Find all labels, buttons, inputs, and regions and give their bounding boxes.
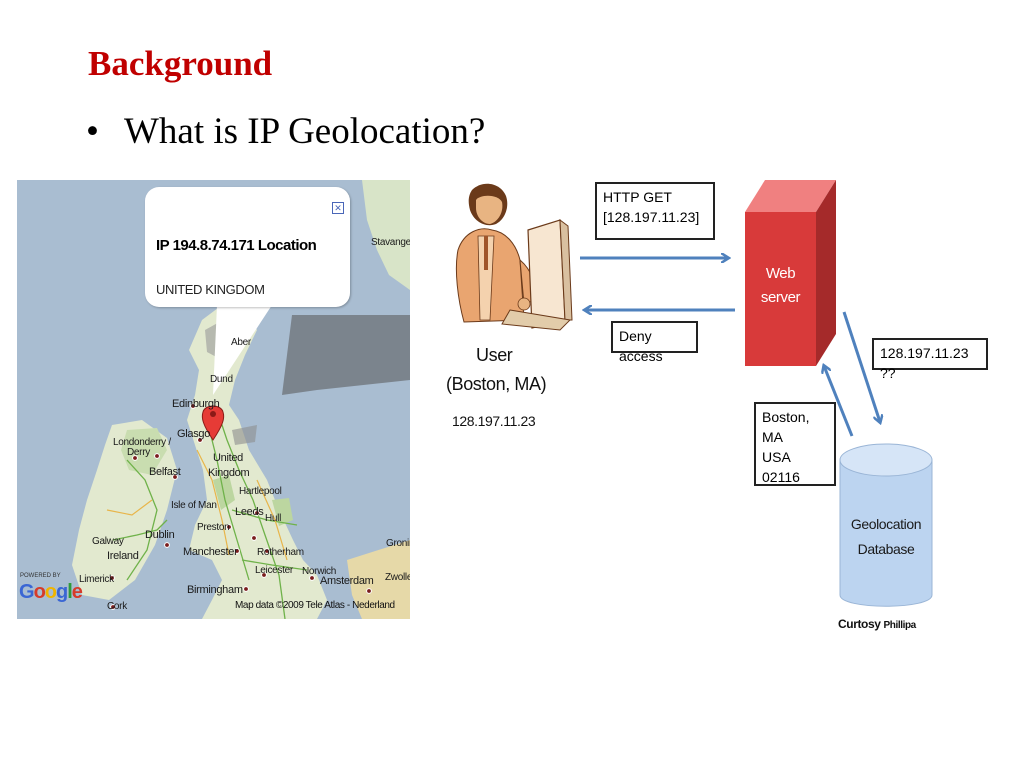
location-callout: ✕ IP 194.8.74.171 Location UNITED KINGDO…: [145, 187, 350, 307]
place-label: Rotherham: [257, 547, 304, 558]
server-line-2: server: [760, 289, 801, 306]
place-label: Edinburgh: [172, 398, 220, 410]
callout-country: UNITED KINGDOM: [156, 282, 265, 297]
geolocation-diagram: User (Boston, MA) 128.197.11.23 HTTP GET…: [420, 170, 1010, 650]
place-label: Galway: [92, 536, 124, 547]
query-label: 128.197.11.23 ??: [880, 345, 969, 381]
place-label: Leicester: [255, 565, 293, 576]
deny-access-box: Deny access: [611, 321, 698, 364]
place-label: Aber: [231, 337, 251, 348]
place-label: Leeds: [235, 506, 264, 518]
user-location: (Boston, MA): [446, 374, 547, 394]
place-label: Amsterdam: [320, 575, 374, 587]
place-label: Norwich: [302, 566, 337, 577]
credit-word-2: Phillipa: [883, 620, 916, 631]
place-label: Birmingham: [187, 584, 243, 596]
user-at-computer-icon: [455, 183, 573, 331]
place-label: Hartlepool: [239, 486, 282, 497]
geolocation-database-icon: [839, 443, 933, 607]
place-label: Limerick: [79, 574, 114, 585]
bullet-text: What is IP Geolocation?: [124, 111, 486, 152]
callout-ip-title: IP 194.8.74.171 Location: [156, 237, 317, 254]
query-arrow: [842, 311, 880, 422]
credit-label: Curtosy Phillipa: [838, 617, 916, 631]
query-box: 128.197.11.23 ??: [872, 338, 988, 381]
place-label: Kingdom: [208, 467, 250, 479]
place-label: Manchester: [183, 546, 238, 558]
map-copyright: Map data ©2009 Tele Atlas - Nederland: [235, 600, 395, 611]
place-label: Zwolle: [385, 572, 410, 583]
place-label: Preston: [197, 522, 230, 533]
location-marker-icon[interactable]: [201, 405, 225, 441]
location-result-box: Boston, MA USA 02116: [754, 402, 836, 486]
place-label: Hull: [265, 513, 282, 524]
web-server-label: Web server: [745, 262, 816, 310]
place-label: Stavanger: [371, 237, 410, 248]
google-logo[interactable]: Google: [19, 581, 83, 603]
db-line-2: Database: [857, 541, 915, 557]
web-server-icon: [745, 180, 836, 366]
place-label: Londonderry /: [113, 437, 171, 448]
result-line-3: 02116: [762, 469, 800, 485]
place-label: Isle of Man: [171, 500, 217, 511]
server-line-1: Web: [765, 265, 796, 282]
place-label: Cork: [107, 601, 127, 612]
geolocation-map: ✕ IP 194.8.74.171 Location UNITED KINGDO…: [17, 180, 410, 619]
close-icon[interactable]: ✕: [332, 202, 344, 214]
place-label: Dublin: [145, 529, 175, 541]
place-label: Gronin: [386, 538, 410, 549]
request-line-1: HTTP GET: [603, 189, 672, 205]
response-label: Deny access: [619, 328, 663, 364]
powered-by-label: POWERED BY: [20, 573, 61, 579]
place-label: United: [213, 452, 243, 464]
credit-word-1: Curtosy: [838, 617, 881, 631]
result-line-1: Boston, MA: [762, 409, 810, 445]
place-label: Derry: [127, 447, 150, 458]
db-line-1: Geolocation: [850, 516, 922, 532]
result-line-2: USA: [762, 449, 791, 465]
place-label: Dund: [210, 374, 233, 385]
user-label: User: [476, 345, 513, 365]
http-request-box: HTTP GET [128.197.11.23]: [595, 182, 715, 240]
database-label: Geolocation Database: [840, 512, 932, 562]
bullet-marker: •: [86, 111, 99, 152]
diagram-shapes: [455, 180, 933, 607]
bullet-item: • What is IP Geolocation?: [86, 110, 485, 153]
slide-title: Background: [88, 44, 273, 83]
place-label: Ireland: [107, 550, 139, 562]
place-label: Glasgo: [177, 428, 211, 440]
place-label: Belfast: [149, 466, 181, 478]
result-arrow: [824, 366, 854, 437]
request-line-2: [128.197.11.23]: [603, 209, 700, 225]
user-ip: 128.197.11.23: [452, 413, 536, 429]
